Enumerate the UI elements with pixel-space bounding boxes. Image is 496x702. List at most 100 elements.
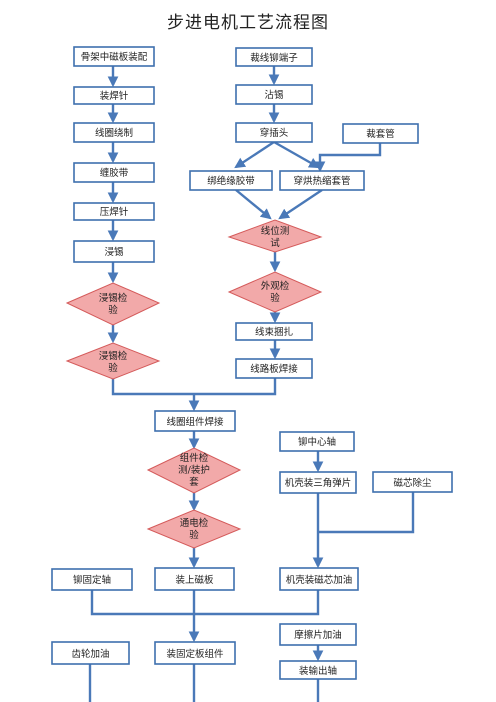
svg-text:沾锡: 沾锡 [264,89,283,101]
svg-text:绑绝缘胶带: 绑绝缘胶带 [207,175,255,187]
svg-text:组件检测/装护套: 组件检测/装护套 [178,452,210,488]
svg-text:浸锡检验: 浸锡检验 [99,292,128,316]
svg-text:铆固定轴: 铆固定轴 [73,574,111,586]
box-label: 裁套管 [366,128,395,140]
diamond-label: 验 [108,304,118,316]
page-title: 步进电机工艺流程图 [167,13,329,33]
svg-text:磁芯除尘: 磁芯除尘 [393,477,432,489]
box-label: 缠胶带 [100,167,129,179]
connector [234,140,275,169]
connector [273,140,320,169]
process-box: 穿插头 [235,122,313,143]
svg-text:齿轮加油: 齿轮加油 [71,648,109,660]
connector [90,590,320,616]
svg-text:骨架中磁板装配: 骨架中磁板装配 [81,51,148,63]
box-label: 摩擦片加油 [294,629,342,641]
box-label: 装上磁板 [175,574,214,586]
inspection-diamond: 线位测试 [227,219,323,253]
box-label: 压焊针 [100,206,129,218]
process-box: 穿烘热缩套管 [279,170,365,191]
process-box: 绑绝缘胶带 [189,170,273,191]
svg-text:摩擦片加油: 摩擦片加油 [294,629,342,641]
diamond-label: 验 [270,292,280,304]
diamond-label: 线位测 [261,225,290,237]
box-label: 穿烘热缩套管 [293,175,350,187]
diamond-label: 通电检 [180,517,209,529]
box-label: 装输出轴 [299,665,337,677]
diamond-label: 验 [189,529,199,541]
process-box: 铆中心轴 [279,431,355,452]
box-label: 装固定板组件 [166,648,224,660]
diamond-label: 外观检 [261,280,290,292]
process-box: 装输出轴 [279,660,357,680]
process-box: 机壳装三角弹片 [279,471,357,494]
box-label: 线圈绕制 [95,127,133,139]
diamond-label: 测/装护 [178,464,210,476]
process-box: 沾锡 [235,84,313,105]
inspection-diamond: 浸锡检验 [65,342,161,380]
diamond-label: 组件检 [180,452,209,464]
svg-text:线路板焊接: 线路板焊接 [250,363,298,375]
process-box: 压焊针 [73,202,155,221]
process-box: 浸锡 [73,240,155,263]
inspection-diamond: 通电检验 [146,509,242,549]
process-box: 线圈绕制 [73,122,155,143]
svg-text:浸锡检验: 浸锡检验 [99,350,128,374]
svg-text:穿插头: 穿插头 [260,127,289,139]
svg-text:线位测试: 线位测试 [261,225,290,249]
process-box: 线圈组件焊接 [154,410,236,432]
svg-text:线圈组件焊接: 线圈组件焊接 [166,416,224,428]
connector [318,492,415,534]
box-label: 线圈组件焊接 [166,416,224,428]
box-label: 齿轮加油 [71,648,109,660]
svg-text:线束捆扎: 线束捆扎 [255,326,294,338]
svg-text:通电检验: 通电检验 [180,517,209,541]
svg-text:外观检验: 外观检验 [261,280,290,304]
process-box: 齿轮加油 [51,641,130,665]
box-label: 铆中心轴 [298,436,336,448]
svg-text:机壳装三角弹片: 机壳装三角弹片 [285,477,352,489]
diamond-label: 浸锡检 [99,350,128,362]
box-label: 磁芯除尘 [393,477,432,489]
connector [278,189,323,220]
connector [314,143,382,173]
svg-text:装固定板组件: 装固定板组件 [166,648,224,660]
diamond-label: 试 [270,237,280,249]
process-box: 摩擦片加油 [279,623,357,646]
connector [235,189,272,220]
box-label: 机壳装三角弹片 [285,477,352,489]
svg-text:压焊针: 压焊针 [100,206,129,218]
inspection-diamond: 组件检测/装护套 [146,447,242,494]
svg-text:裁套管: 裁套管 [366,128,395,140]
box-label: 线路板焊接 [250,363,298,375]
svg-text:裁线铆端子: 裁线铆端子 [250,52,298,64]
process-box: 机壳装磁芯加油 [279,567,359,591]
diamond-label: 验 [108,362,118,374]
box-label: 裁线铆端子 [250,52,298,64]
box-label: 骨架中磁板装配 [81,51,148,63]
svg-text:装焊针: 装焊针 [100,90,129,102]
process-box: 装固定板组件 [154,641,236,665]
svg-text:装输出轴: 装输出轴 [299,665,337,677]
inspection-diamond: 外观检验 [227,271,323,313]
box-label: 线束捆扎 [255,326,294,338]
connector [111,378,277,396]
svg-text:机壳装磁芯加油: 机壳装磁芯加油 [286,574,353,586]
svg-text:浸锡: 浸锡 [104,246,123,258]
diamond-label: 套 [189,476,199,488]
svg-text:缠胶带: 缠胶带 [100,167,129,179]
inspection-diamond: 浸锡检验 [65,282,161,326]
process-box: 骨架中磁板装配 [73,46,155,67]
box-label: 穿插头 [260,127,289,139]
box-label: 浸锡 [104,246,123,258]
process-box: 裁套管 [342,123,419,144]
svg-text:装上磁板: 装上磁板 [175,574,214,586]
svg-text:穿烘热缩套管: 穿烘热缩套管 [293,175,350,187]
box-label: 铆固定轴 [73,574,111,586]
svg-text:铆中心轴: 铆中心轴 [298,436,336,448]
process-box: 装上磁板 [154,567,235,591]
box-label: 装焊针 [100,90,129,102]
connectors [88,66,415,702]
diamond-label: 浸锡检 [99,292,128,304]
box-label: 机壳装磁芯加油 [286,574,353,586]
